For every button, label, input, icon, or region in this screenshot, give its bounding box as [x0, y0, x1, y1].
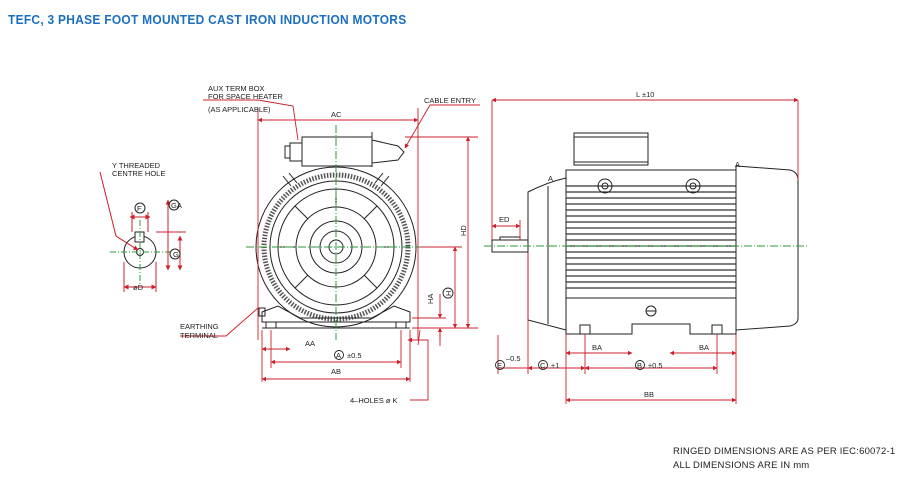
centre-hole-label: CENTRE HOLE — [112, 169, 165, 178]
mark-a-right: A — [735, 160, 740, 169]
earthing-label: EARTHING — [180, 322, 219, 331]
ab-dim-label: AB — [331, 367, 341, 376]
front-view-dimensions — [180, 99, 480, 401]
holes-label: 4–HOLES ø K — [350, 396, 398, 405]
space-heater-label: FOR SPACE HEATER — [208, 92, 283, 101]
c-tol-label: ±1 — [551, 361, 559, 370]
terminal-box — [301, 136, 373, 167]
units-note: ALL DIMENSIONS ARE IN mm — [673, 460, 810, 471]
ga-dim-label: GA — [171, 201, 182, 210]
g-dim-label: G — [173, 250, 179, 259]
aa-dim-label: AA — [305, 339, 315, 348]
e-dim-label: E — [497, 361, 502, 370]
cable-entry-label: CABLE ENTRY — [424, 96, 476, 105]
aux-term-box-label: AUX TERM BOX — [208, 84, 265, 93]
e-tol-label: –0.5 — [506, 354, 521, 363]
side-view-dimensions — [491, 97, 799, 404]
c-dim-label: C — [540, 361, 546, 370]
side-view — [484, 132, 808, 335]
shaft-end-view — [99, 171, 186, 292]
a-tol-label: ±0.5 — [347, 351, 362, 360]
as-applicable-label: (AS APPLICABLE) — [208, 105, 271, 114]
b-tol-label: ±0.5 — [648, 361, 663, 370]
f-dim-label: F — [137, 204, 142, 213]
mark-a-left: A — [548, 174, 553, 183]
iec-note: RINGED DIMENSIONS ARE AS PER IEC:60072-1 — [673, 446, 896, 457]
a-dim-label: A — [336, 351, 341, 360]
side-terminal-box — [573, 132, 649, 166]
h-dim-label: H — [444, 291, 453, 296]
bb-dim-label: BB — [644, 390, 654, 399]
ba-left-label: BA — [592, 343, 602, 352]
front-view — [246, 125, 428, 340]
y-threaded-label: Y THREADED — [112, 161, 161, 170]
d-dim-label: øD — [133, 283, 144, 292]
l-dim-label: L ±10 — [636, 90, 654, 99]
ed-dim-label: ED — [499, 215, 510, 224]
fan-cowl — [735, 165, 799, 331]
ba-right-label: BA — [699, 343, 709, 352]
b-dim-label: B — [637, 361, 642, 370]
hd-dim-label: HD — [459, 225, 468, 236]
page-title: TEFC, 3 PHASE FOOT MOUNTED CAST IRON IND… — [8, 12, 407, 27]
ha-dim-label: HA — [426, 294, 435, 304]
ac-dim-label: AC — [331, 110, 342, 119]
terminal-label: TERMINAL — [180, 331, 218, 340]
